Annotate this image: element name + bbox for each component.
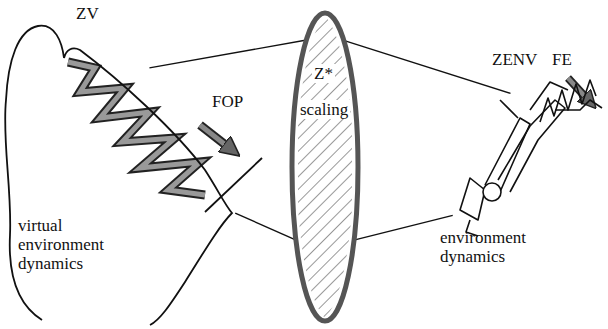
projection-line bbox=[342, 40, 510, 94]
projection-lines bbox=[342, 40, 510, 240]
virtual-environment-region-outline bbox=[0, 20, 245, 325]
node-text: scaling bbox=[298, 100, 350, 119]
scaling-ellipse-outline bbox=[288, 8, 362, 326]
impedance-label: ZENV bbox=[492, 50, 537, 69]
robot-gripper bbox=[500, 82, 568, 118]
ellipse-outline bbox=[292, 13, 358, 321]
robot-environment: environment dynamics bbox=[430, 60, 605, 282]
projection-line bbox=[354, 215, 453, 240]
virtual-environment-region: virtual environment dynamics bbox=[0, 20, 245, 325]
impedance-label: ZV bbox=[76, 4, 99, 23]
region-outline bbox=[5, 26, 232, 325]
projection-line bbox=[235, 213, 296, 240]
force-arrow bbox=[200, 125, 232, 150]
force-arrow-fill bbox=[200, 125, 232, 150]
projection-line bbox=[149, 40, 308, 68]
spring-zigzag bbox=[540, 80, 596, 122]
node-text: environment dynamics bbox=[440, 228, 548, 266]
robot-base bbox=[460, 178, 485, 236]
node-text: virtual environment dynamics bbox=[18, 216, 130, 273]
impedance-zigzag-fill bbox=[68, 62, 205, 195]
force-label: FOP bbox=[212, 92, 243, 111]
hatching bbox=[298, 16, 352, 318]
robot-joint bbox=[483, 183, 501, 201]
force-label: FE bbox=[552, 50, 572, 69]
robot-link bbox=[485, 118, 530, 192]
node-text: Z* bbox=[312, 64, 335, 83]
impedance-zigzag bbox=[68, 62, 205, 195]
gripper-jaw bbox=[555, 100, 602, 110]
scaling-ellipse: Z* scaling bbox=[288, 8, 362, 326]
